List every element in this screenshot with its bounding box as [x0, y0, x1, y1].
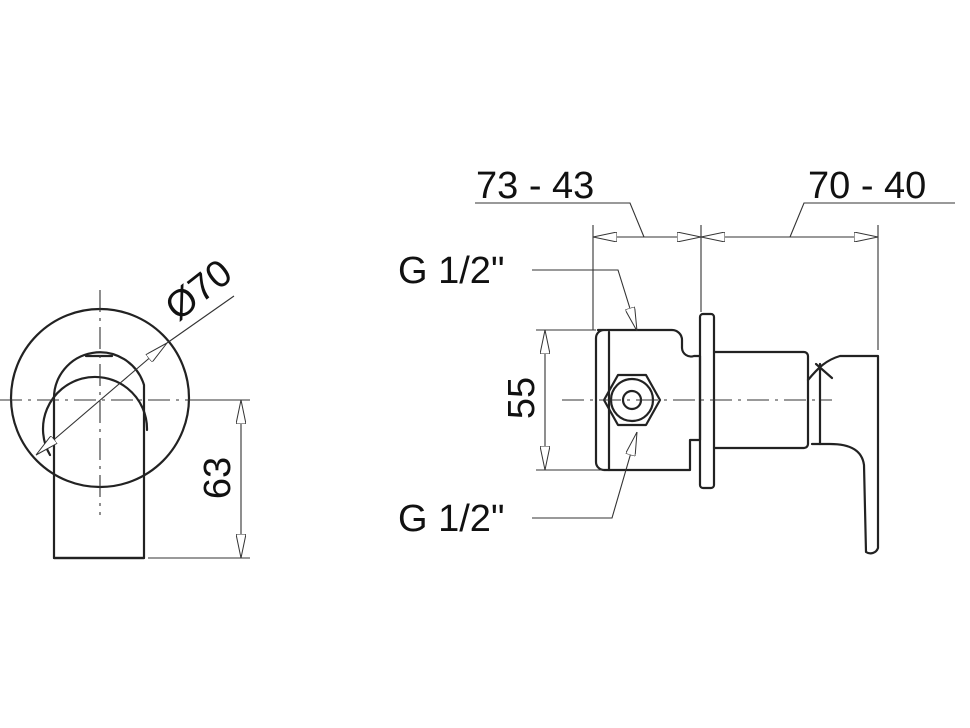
lever-side-chamfer: [814, 362, 834, 380]
dim55-label: 55: [501, 377, 543, 419]
wall-plate: [698, 312, 716, 490]
dim-overall-left-label: 73 - 43: [476, 165, 594, 207]
leader-thread-top: [532, 269, 638, 331]
leader-70-40: [789, 202, 955, 238]
thread-top-label: G 1/2": [398, 250, 504, 292]
dim63-label: 63: [197, 457, 239, 499]
front-lever-body: [52, 351, 146, 560]
lever-side-profile: [806, 354, 880, 555]
front-view: Ø70 63: [0, 252, 250, 560]
thread-bottom-label: G 1/2": [398, 498, 504, 540]
side-view: 73 - 43 70 - 40 55 G 1/2" G 1/2": [398, 165, 955, 555]
diameter-label: Ø70: [158, 252, 240, 329]
diameter-leader: [166, 295, 235, 344]
cartridge-sleeve: [712, 350, 810, 450]
leader-thread-bottom: [532, 432, 638, 519]
diameter-dim-line: [36, 343, 167, 455]
leader-73-43: [475, 202, 645, 238]
front-rosette-inner: [41, 375, 149, 457]
dim-overall-right-label: 70 - 40: [808, 165, 926, 207]
